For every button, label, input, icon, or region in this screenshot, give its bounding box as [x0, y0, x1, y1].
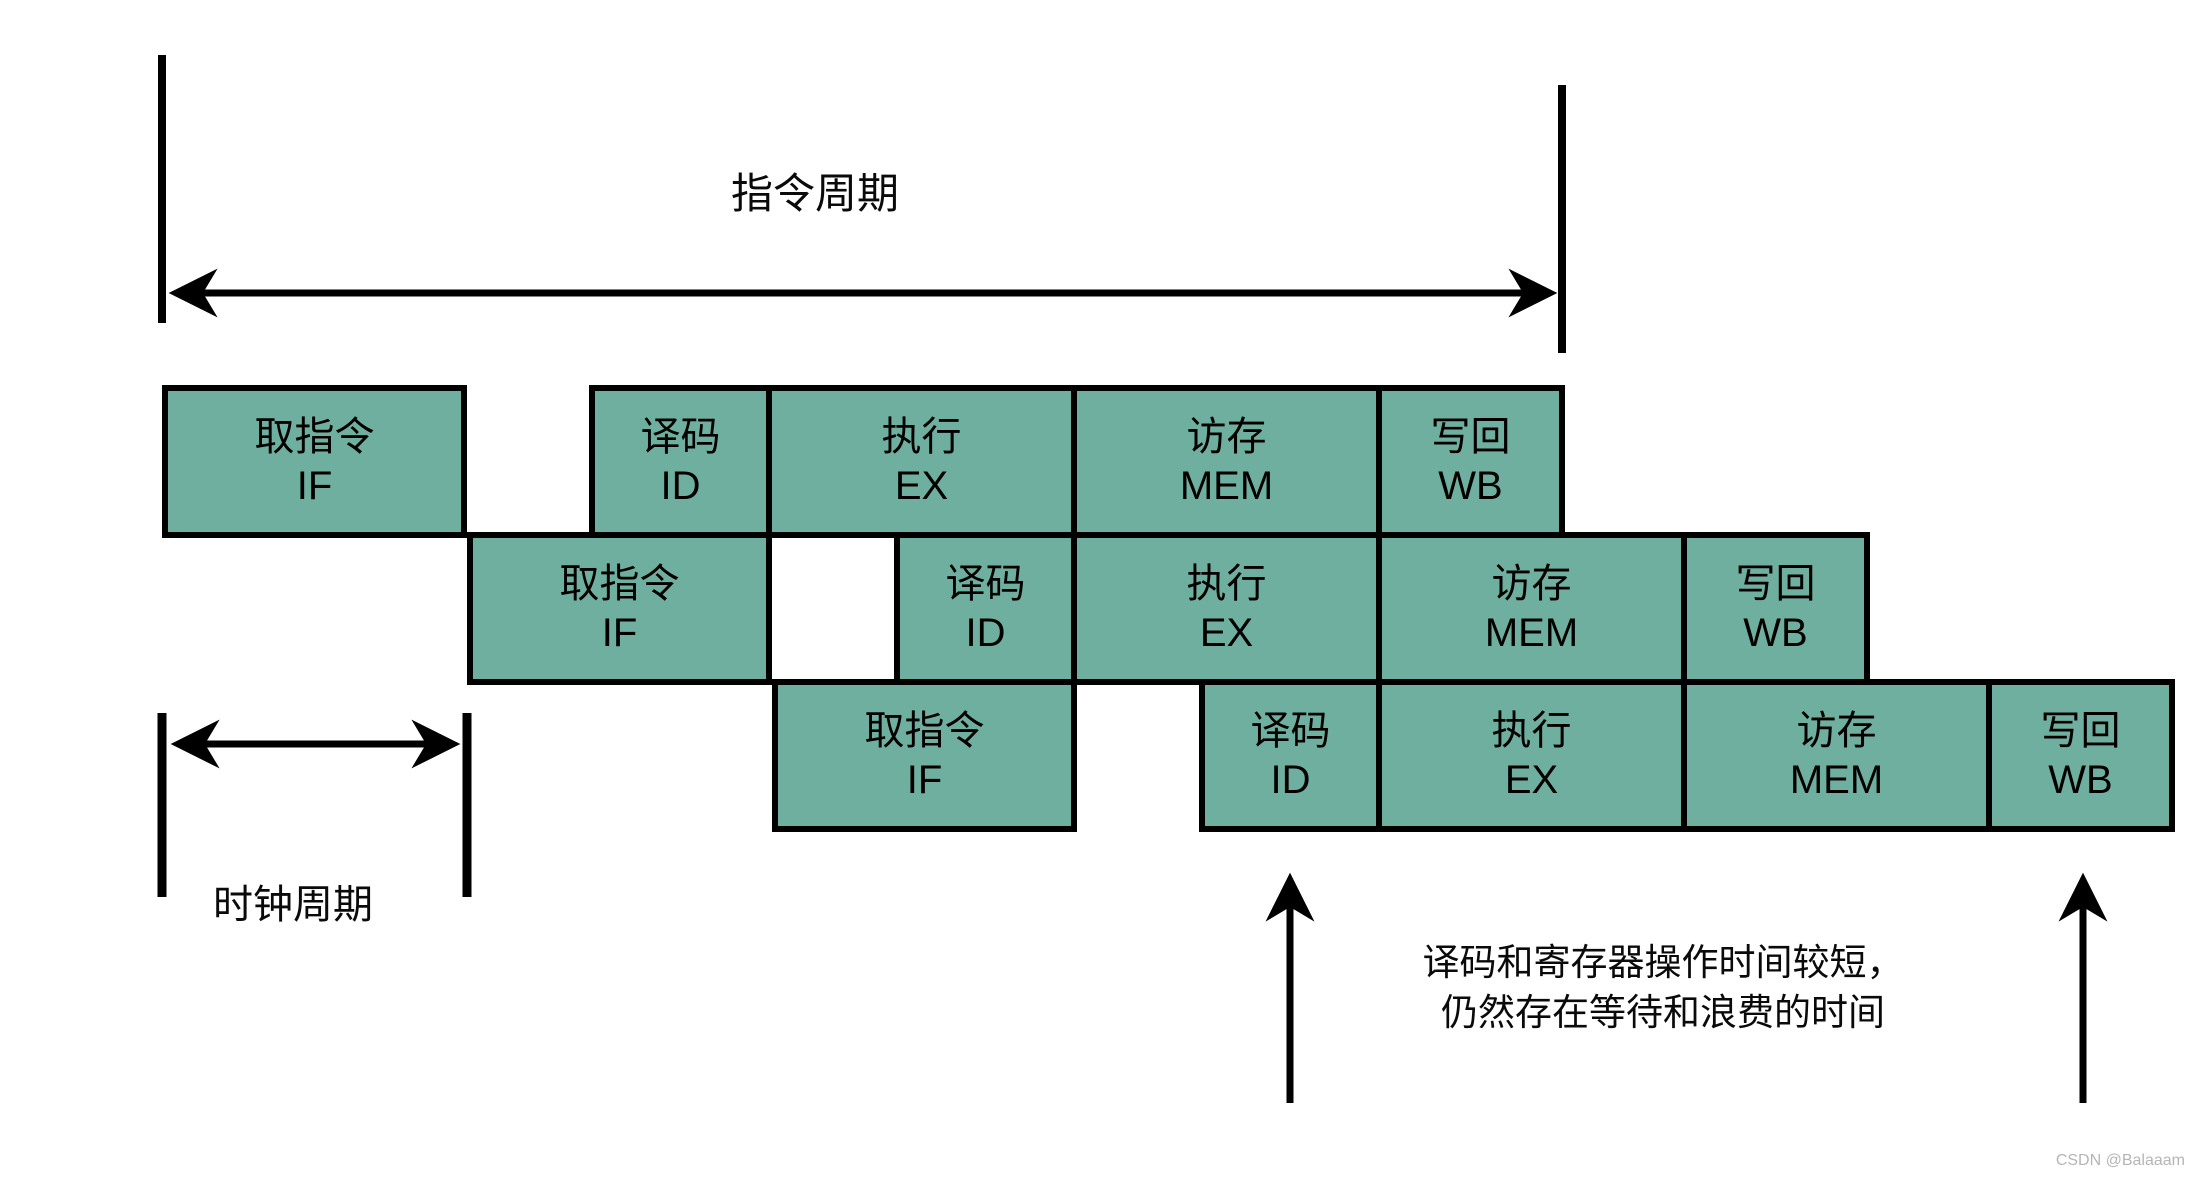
stage-abbr: MEM	[1484, 610, 1579, 655]
stage-name: 执行	[881, 414, 962, 459]
stage-name: 译码	[1250, 708, 1331, 753]
stage-abbr: EX	[1199, 610, 1254, 655]
stage-box-instr3-mem: 访存 MEM	[1681, 679, 1992, 832]
stage-name: 访存	[1491, 561, 1572, 606]
stage-box-instr1-ex: 执行 EX	[766, 385, 1077, 538]
stage-abbr: WB	[1743, 610, 1808, 655]
stage-box-instr2-if: 取指令 IF	[467, 532, 772, 685]
stage-box-instr2-wb: 写回 WB	[1681, 532, 1870, 685]
note-line1: 译码和寄存器操作时间较短，	[1422, 942, 1904, 983]
stage-name: 访存	[1796, 708, 1877, 753]
clock-cycle-label: 时钟周期	[213, 883, 373, 927]
stage-box-instr3-if: 取指令 IF	[772, 679, 1077, 832]
stage-abbr: ID	[965, 610, 1006, 655]
stage-box-instr1-mem: 访存 MEM	[1071, 385, 1382, 538]
stage-abbr: WB	[2048, 757, 2113, 802]
stage-name: 写回	[1735, 561, 1816, 606]
stage-box-instr3-wb: 写回 WB	[1986, 679, 2175, 832]
stage-abbr: IF	[906, 757, 943, 802]
stage-abbr: ID	[660, 463, 701, 508]
stage-abbr: MEM	[1179, 463, 1274, 508]
stage-box-instr1-if: 取指令 IF	[162, 385, 467, 538]
instruction-cycle-label: 指令周期	[730, 170, 900, 217]
stage-box-instr1-wb: 写回 WB	[1376, 385, 1565, 538]
note-line2: 仍然存在等待和浪费的时间	[1441, 992, 1885, 1033]
stage-abbr: MEM	[1789, 757, 1884, 802]
stage-box-instr1-id: 译码 ID	[589, 385, 772, 538]
stage-name: 执行	[1186, 561, 1267, 606]
stage-name: 取指令	[254, 414, 375, 459]
stage-name: 译码	[945, 561, 1026, 606]
stage-name: 写回	[2040, 708, 2121, 753]
stage-abbr: IF	[296, 463, 333, 508]
stage-abbr: EX	[894, 463, 949, 508]
stage-abbr: EX	[1504, 757, 1559, 802]
stage-name: 取指令	[864, 708, 985, 753]
stage-name: 译码	[640, 414, 721, 459]
stage-box-instr3-ex: 执行 EX	[1376, 679, 1687, 832]
stage-box-instr2-ex: 执行 EX	[1071, 532, 1382, 685]
stage-name: 取指令	[559, 561, 680, 606]
stage-box-instr2-id: 译码 ID	[894, 532, 1077, 685]
stage-name: 写回	[1430, 414, 1511, 459]
stage-abbr: ID	[1270, 757, 1311, 802]
stage-name: 执行	[1491, 708, 1572, 753]
stage-box-instr2-mem: 访存 MEM	[1376, 532, 1687, 685]
note-text: 译码和寄存器操作时间较短， 仍然存在等待和浪费的时间	[1423, 938, 1904, 1038]
stage-box-instr3-id: 译码 ID	[1199, 679, 1382, 832]
watermark: CSDN @Balaaam	[2055, 1152, 2185, 1169]
stage-abbr: IF	[601, 610, 638, 655]
stage-abbr: WB	[1438, 463, 1503, 508]
stage-name: 访存	[1186, 414, 1267, 459]
